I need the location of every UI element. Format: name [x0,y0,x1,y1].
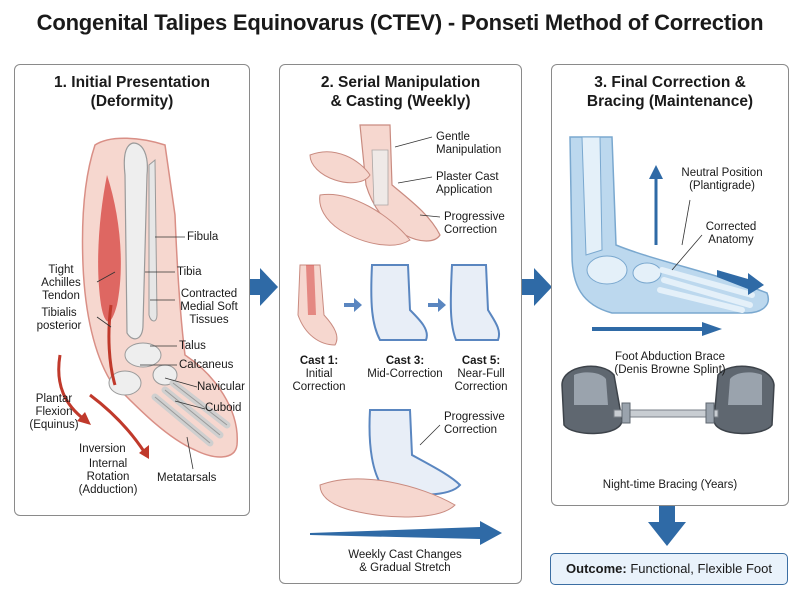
label-cuboid: Cuboid [205,402,242,414]
label-navicular: Navicular [197,381,245,393]
cast3-illustration [370,264,428,341]
corrected-foot-and-brace-illustration [561,136,775,435]
label-neutral-position: Neutral Position (Plantigrade) [681,167,763,192]
label-progressive-correction: Progressive Correction [444,211,505,236]
brace-left-shoe [561,365,623,435]
label-foot-abduction-brace: Foot Abduction Brace (Denis Browne Splin… [614,351,726,376]
casting-illustration [297,124,502,545]
arrow-panel3-to-outcome [648,504,686,546]
page-title: Congenital Talipes Equinovarus (CTEV) - … [36,10,764,35]
panel2-title: 2. Serial Manipulation & Casting (Weekly… [320,74,481,110]
label-metatarsals: Metatarsals [157,472,217,484]
outcome-label: Outcome: [566,561,627,576]
label-weekly-cast-changes: Weekly Cast Changes & Gradual Stretch [348,549,462,574]
brace-right-shoe [713,365,775,435]
panel-initial-presentation: 1. Initial Presentation (Deformity) [14,64,250,516]
label-fibula: Fibula [187,231,219,243]
panel3-title: 3. Final Correction & Bracing (Maintenan… [586,74,754,110]
label-talus: Talus [179,340,206,352]
label-calcaneus: Calcaneus [179,359,234,371]
label-corrected-anatomy: Corrected Anatomy [705,221,757,246]
panel-serial-manipulation: 2. Serial Manipulation & Casting (Weekly… [279,64,522,584]
cast5-illustration [449,264,500,341]
label-cast5: Cast 5: Near-Full Correction [454,355,508,393]
outcome-box: Outcome: Functional, Flexible Foot [550,553,788,585]
panel1-title: 1. Initial Presentation (Deformity) [54,74,210,110]
label-cast3: Cast 3: Mid-Correction [367,355,443,380]
label-plaster-cast: Plaster Cast Application [436,171,499,196]
label-tibia: Tibia [177,266,202,278]
label-progressive-correction-2: Progressive Correction [444,411,505,436]
label-night-time-bracing: Night-time Bracing (Years) [602,479,738,491]
label-inversion: Inversion [79,443,126,455]
label-internal-rotation: Internal Rotation (Adduction) [78,458,138,496]
outcome-text: Functional, Flexible Foot [630,561,772,576]
panel-final-correction: 3. Final Correction & Bracing (Maintenan… [551,64,789,506]
label-tibialis-posterior: Tibialis posterior [36,307,82,332]
cast1-illustration [297,264,338,346]
label-cast1: Cast 1: Initial Correction [292,355,346,393]
label-gentle-manipulation: Gentle Manipulation [436,131,502,156]
clubfoot-anatomy-illustration [57,137,238,470]
label-plantar-flexion: Plantar Flexion (Equinus) [29,393,79,431]
label-contracted-medial: Contracted Medial Soft Tissues [180,288,238,326]
label-tight-achilles: Tight Achilles Tendon [41,264,81,302]
